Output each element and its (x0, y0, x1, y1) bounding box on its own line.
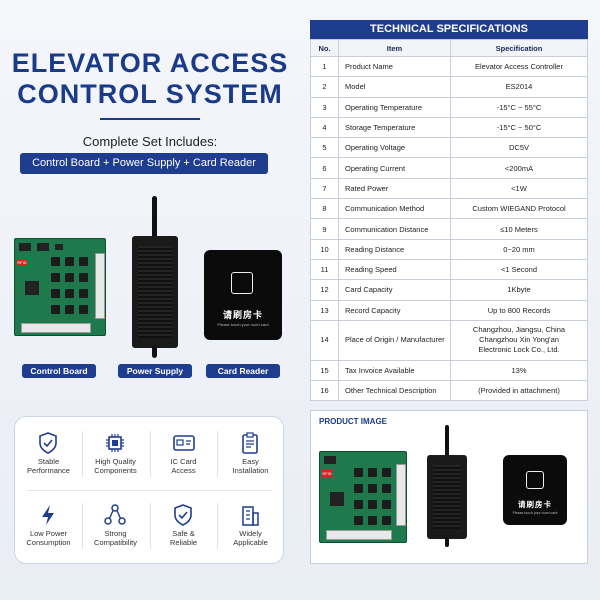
product-image-caption: PRODUCT IMAGE (319, 417, 387, 426)
spec-heading: TECHNICAL SPECIFICATIONS (310, 20, 588, 39)
label-control-board: Control Board (22, 364, 96, 378)
product-psu-image (427, 455, 467, 539)
card-reader-cn-text: 请刷房卡 (222, 310, 263, 320)
product-psu-cable-bottom (445, 537, 449, 547)
board-rfid-tag: RFID (17, 259, 27, 266)
title-line-1: ELEVATOR ACCESS (11, 48, 289, 78)
product-card-reader-cn-text: 请刷房卡 (518, 500, 552, 509)
control-board-image: RFID (14, 238, 106, 336)
label-power-supply: Power Supply (118, 364, 192, 378)
spec-header-row: No. Item Specification (310, 39, 588, 57)
feature-safe-reliable: Safe &Reliable (150, 497, 217, 567)
shield-check-icon (39, 432, 57, 454)
product-hand-card-icon (526, 471, 544, 489)
col-item: Item (338, 39, 451, 57)
product-psu-cable-top (445, 425, 449, 457)
product-board-image: RFID (319, 451, 407, 543)
title-divider (100, 118, 200, 120)
shield-tick-icon (174, 504, 192, 526)
clipboard-icon (242, 432, 258, 454)
building-icon (242, 506, 259, 526)
col-no: No. (310, 39, 339, 57)
chip-icon (106, 434, 124, 452)
psu-cable-bottom (152, 346, 157, 358)
product-card-reader-en-text: Please touch your room card (512, 511, 558, 515)
lightning-icon (42, 505, 54, 525)
includes-subtitle: Complete Set Includes: (82, 134, 218, 149)
card-reader-image: 请刷房卡 Please touch your room card (204, 250, 282, 340)
board-rfid-tag-2: RFID (322, 470, 332, 477)
spec-table-panel: TECHNICAL SPECIFICATIONS No. Item Specif… (310, 20, 588, 402)
left-panel: ELEVATOR ACCESS CONTROL SYSTEM Complete … (0, 48, 300, 564)
card-reader-en-text: Please touch your room card (217, 322, 269, 327)
psu-cable-top (152, 196, 157, 238)
hand-card-icon (231, 272, 253, 294)
col-spec: Specification (450, 39, 588, 57)
product-image-panel: PRODUCT IMAGE RFID 请刷房卡 (310, 410, 588, 564)
product-card-reader-image: 请刷房卡 Please touch your room card (503, 455, 567, 525)
power-supply-image (132, 236, 178, 348)
network-icon (104, 504, 126, 525)
label-card-reader: Card Reader (206, 364, 280, 378)
includes-banner: Control Board + Power Supply + Card Read… (20, 153, 268, 174)
card-icon (173, 435, 195, 451)
title-line-2: CONTROL SYSTEM (17, 79, 283, 109)
main-title: ELEVATOR ACCESS CONTROL SYSTEM (0, 48, 300, 110)
